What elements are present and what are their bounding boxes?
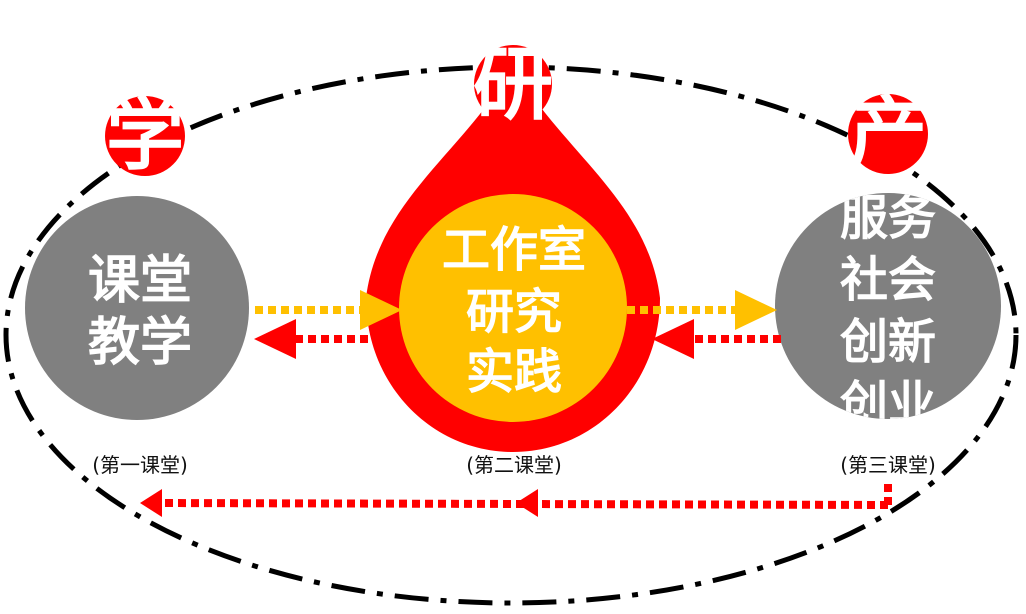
badge-chan-circle xyxy=(848,94,928,174)
studio-label-line-3: 实践 xyxy=(466,344,562,400)
service-label: 服务 社会 创新 创业 xyxy=(840,190,936,432)
studio-to-service-arrow xyxy=(627,290,777,330)
classroom-label-line-2: 教学 xyxy=(88,313,192,373)
badge-xue-circle xyxy=(105,96,185,176)
service-label-line-3: 创新 xyxy=(840,314,936,370)
classroom-circle xyxy=(25,196,249,420)
studio-caption: (第二课堂) xyxy=(466,453,562,477)
studio-to-classroom-arrow xyxy=(254,319,398,359)
service-circle xyxy=(775,193,1001,419)
classroom-caption: (第一课堂) xyxy=(92,453,188,477)
classroom-label-line-1: 课堂 xyxy=(88,251,192,311)
service-to-studio-arrow xyxy=(652,319,782,359)
service-caption: (第三课堂) xyxy=(840,453,936,477)
classroom-to-studio-arrow xyxy=(255,290,402,330)
studio-label-line-2: 研究 xyxy=(466,284,562,340)
badge-yan-circle xyxy=(474,45,552,123)
badge-yan-text: 研 xyxy=(473,38,553,131)
service-label-line-2: 社会 xyxy=(840,252,936,308)
feedback-loop-line xyxy=(140,484,892,517)
service-label-line-1: 服务 xyxy=(840,190,936,246)
studio-circle xyxy=(399,194,627,422)
badge-xue-text: 学 xyxy=(106,91,184,181)
service-label-line-4: 创业 xyxy=(840,376,936,432)
badge-chan-text: 产 xyxy=(849,89,927,179)
studio-label-line-1: 工作室 xyxy=(442,222,586,278)
